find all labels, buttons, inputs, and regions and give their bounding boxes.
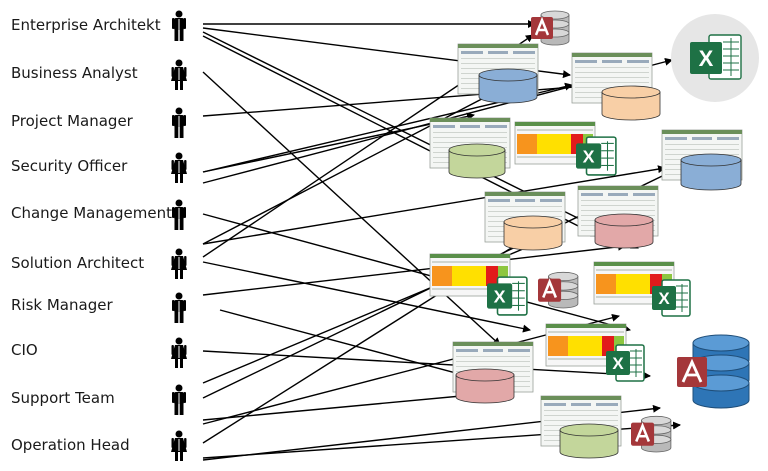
role-label-operation-head: Operation Head bbox=[11, 436, 130, 454]
role-label-business-analyst: Business Analyst bbox=[11, 64, 138, 82]
woman-icon bbox=[170, 248, 188, 280]
database-green-2 bbox=[559, 423, 619, 459]
database-pink-2 bbox=[455, 368, 515, 404]
connection-arrow bbox=[202, 213, 631, 333]
woman-icon bbox=[170, 430, 188, 462]
connection-arrow bbox=[202, 112, 475, 173]
access-database-icon-large bbox=[677, 334, 750, 409]
excel-file-icon-2: X bbox=[487, 276, 528, 316]
svg-text:X: X bbox=[699, 46, 714, 71]
connection-arrow bbox=[202, 165, 666, 245]
man-icon bbox=[171, 384, 187, 416]
svg-text:X: X bbox=[612, 354, 624, 373]
excel-file-icon-1: X bbox=[576, 136, 617, 176]
connection-arrow bbox=[202, 71, 501, 346]
woman-icon bbox=[170, 59, 188, 91]
role-label-enterprise-architekt: Enterprise Architekt bbox=[11, 16, 161, 34]
connection-arrow bbox=[202, 242, 626, 296]
database-green-1 bbox=[448, 143, 506, 179]
svg-text:X: X bbox=[583, 146, 595, 166]
database-pink-1 bbox=[594, 213, 654, 249]
role-label-solution-architect: Solution Architect bbox=[11, 254, 145, 272]
woman-icon bbox=[170, 337, 188, 369]
woman-icon bbox=[170, 152, 188, 184]
role-label-change-management: Change Management bbox=[11, 204, 173, 222]
access-file-icon-1 bbox=[531, 10, 570, 46]
database-blue-2 bbox=[680, 153, 742, 191]
database-peach-1 bbox=[601, 85, 661, 121]
excel-app-icon-large: X bbox=[671, 14, 759, 102]
role-label-support-team: Support Team bbox=[11, 389, 115, 407]
artifacts-layer: X X X X X bbox=[429, 10, 759, 459]
role-label-cio: CIO bbox=[11, 341, 38, 359]
svg-text:X: X bbox=[658, 289, 670, 308]
database-blue-1 bbox=[478, 68, 538, 104]
connection-arrow bbox=[202, 76, 525, 245]
connection-arrow bbox=[202, 350, 651, 380]
man-icon bbox=[171, 199, 187, 231]
connection-arrow bbox=[202, 261, 531, 333]
connection-arrow bbox=[202, 81, 601, 117]
access-file-icon-3 bbox=[631, 415, 672, 453]
man-icon bbox=[171, 10, 187, 42]
excel-file-icon-4: X bbox=[606, 344, 645, 382]
svg-text:X: X bbox=[494, 286, 506, 306]
role-label-risk-manager: Risk Manager bbox=[11, 296, 113, 314]
man-icon bbox=[171, 107, 187, 139]
excel-file-icon-3: X bbox=[652, 279, 691, 317]
role-label-project-manager: Project Manager bbox=[11, 112, 133, 130]
connection-arrow bbox=[202, 391, 473, 421]
database-peach-2 bbox=[503, 215, 563, 251]
role-label-security-officer: Security Officer bbox=[11, 157, 128, 175]
man-icon bbox=[171, 292, 187, 324]
connection-arrow bbox=[202, 31, 639, 249]
access-file-icon-2 bbox=[538, 271, 579, 309]
people-layer bbox=[170, 10, 188, 462]
